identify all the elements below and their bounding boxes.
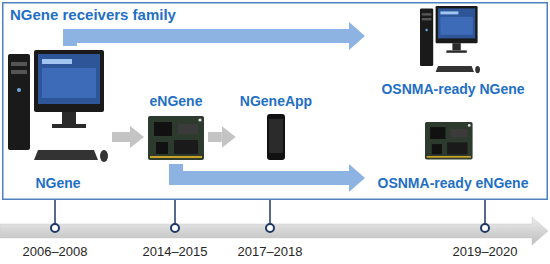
upgrade-arrow — [70, 36, 349, 46]
device-label: eNGene — [150, 93, 203, 109]
device-label: NGeneApp — [240, 93, 312, 109]
device-label: OSNMA-ready eNGene — [378, 175, 529, 191]
embedded-board-icon — [148, 116, 204, 160]
family-frame: NGene eNGene NGeneApp OSNMA-ready NGeneOSNM… — [2, 2, 548, 200]
smartphone-icon — [267, 114, 285, 160]
year-label: 2006–2008 — [22, 244, 87, 259]
upgrade-arrow — [176, 164, 349, 178]
desktop-pc-icon — [8, 50, 108, 162]
evolution-arrow — [112, 132, 130, 142]
device-label: OSNMA-ready NGene — [381, 81, 524, 97]
timeline-band — [0, 217, 548, 245]
receiver-node: NGeneApp — [236, 92, 316, 164]
desktop-pc-icon — [420, 6, 480, 73]
receiver-node: NGene — [4, 46, 112, 192]
timeline-ticks — [55, 200, 485, 224]
receiver-node: OSNMA-ready NGene — [365, 4, 541, 98]
embedded-board-icon — [425, 122, 473, 159]
year-label: 2019–2020 — [452, 244, 517, 259]
timeline-dots — [51, 224, 489, 232]
evolution-arrow — [208, 132, 222, 142]
year-label: 2014–2015 — [142, 244, 207, 259]
year-label: 2017–2018 — [237, 244, 302, 259]
device-label: NGene — [35, 175, 80, 191]
receiver-node: eNGene — [144, 92, 208, 164]
receiver-node: OSNMA-ready eNGene — [365, 118, 541, 192]
frame-title: NGene receivers family — [10, 6, 176, 23]
